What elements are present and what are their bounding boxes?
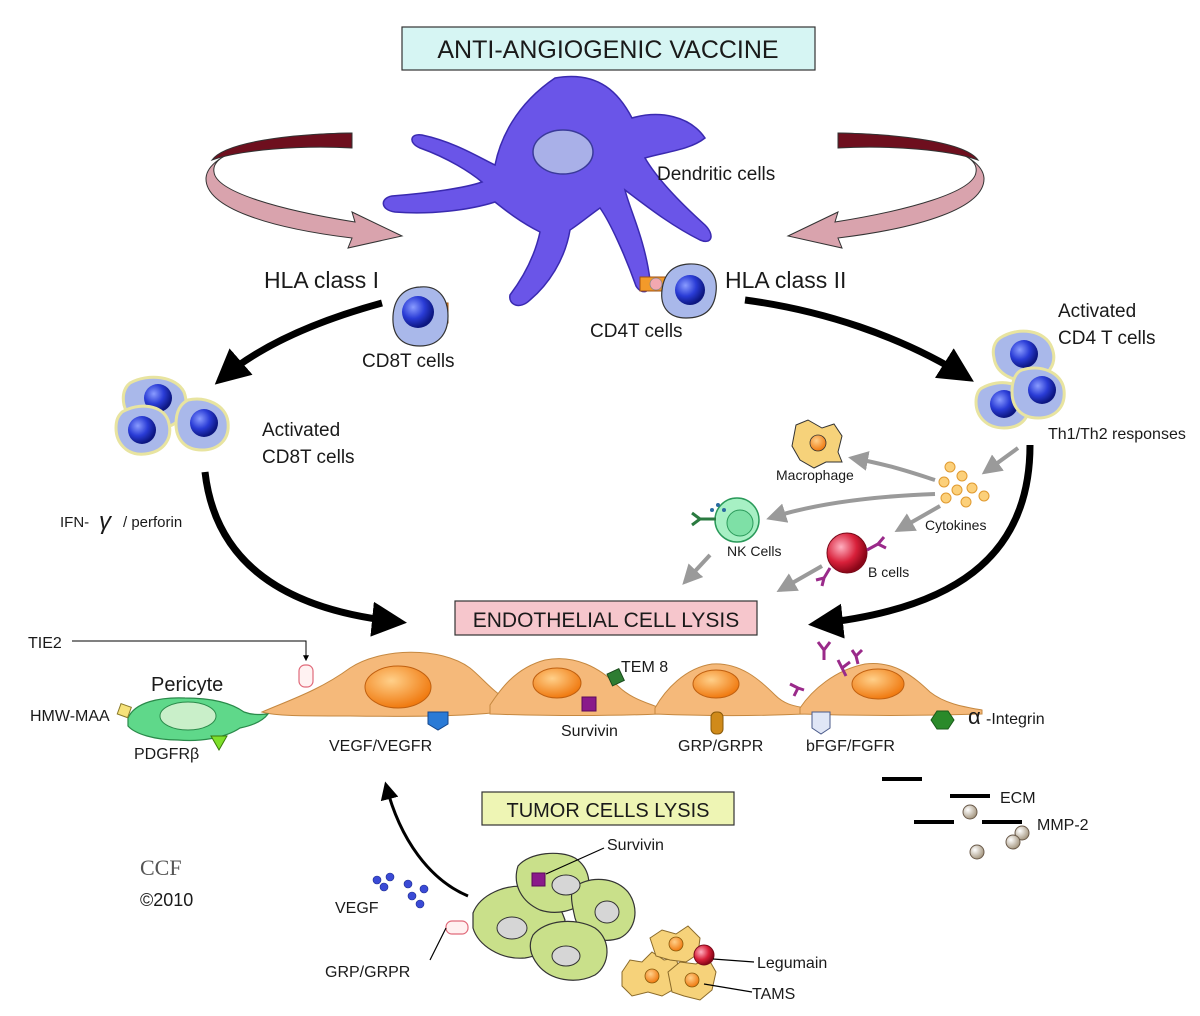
pericyte [116,697,270,752]
endothelial-lysis-title: ENDOTHELIAL CELL LYSIS [473,609,740,632]
arrow-nk-to-lysis [682,553,712,585]
fgfr-receptor [811,711,831,735]
cytokines-label: Cytokines [925,517,986,533]
vaccine-banner: ANTI-ANGIOGENIC VACCINE [401,26,816,71]
left-curved-arrow [205,132,404,249]
tumor-lysis-title: TUMOR CELLS LYSIS [506,800,709,822]
legumain-marker [693,944,715,966]
arrow-bcells-to-lysis [776,564,823,592]
th-responses-label: Th1/Th2 responses [1048,426,1186,443]
tem8-receptor [606,667,625,687]
tams-cluster [621,925,717,1001]
arrow-cd8-to-lysis [201,471,407,637]
grpr-endo-receptor [710,711,724,735]
ifn-suffix: / perforin [123,514,182,531]
hmw-maa-label: HMW-MAA [30,708,110,725]
survivin-tumor-label: Survivin [607,837,664,854]
survivin-tumor-marker [531,872,546,887]
tams-pointer [703,983,753,993]
survivin-endo-marker [581,696,597,712]
b-cells-label: B cells [868,564,909,580]
tie2-receptor [298,664,314,688]
grpr-tumor-pointer [429,927,447,961]
survivin-tumor-pointer [545,847,605,875]
b-cell [815,532,887,587]
ecm-fibers [882,777,1022,824]
arrow-cd4-to-lysis [808,444,1034,639]
cytokines [938,461,990,508]
ifn-gamma-symbol: γ [99,508,113,535]
arrow-hla1-to-cd8 [214,299,383,385]
mmp2-label: MMP-2 [1037,817,1089,834]
vegf-label: VEGF [335,900,379,917]
vegf-particles [372,872,429,909]
legumain-label: Legumain [757,955,827,972]
vegf-vegfr-label: VEGF/VEGFR [329,738,432,755]
alpha-symbol: α [968,704,981,729]
macrophage-label: Macrophage [776,467,854,483]
survivin-endo-label: Survivin [561,723,618,740]
activated-cd8-label-2: CD8T cells [262,447,355,468]
arrow-tumor-to-vegfr [380,781,469,898]
integrin-label: -Integrin [986,711,1045,728]
vegfr-receptor [427,711,449,731]
endothelial-cells [260,651,983,717]
ccf-credit: CCF [140,855,182,880]
cd8t-label: CD8T cells [362,351,455,372]
pdgfrb-label: PDGFRβ [134,746,199,763]
cd4t-cell [639,263,717,319]
hla-class-2-label: HLA class II [725,267,846,293]
activated-cd4t-cluster [974,329,1066,430]
ifn-perforin-label: IFN- γ / perforin [60,508,182,535]
ifn-prefix: IFN- [60,514,89,531]
antibodies [789,641,864,697]
grp-grpr-tumor-label: GRP/GRPR [325,964,410,981]
pdgfrb-marker [210,735,228,752]
cd8t-cell [392,286,449,347]
arrow-cytokines-to-nk [766,492,936,523]
grpr-tumor-receptor [445,920,469,935]
mmp2-particles [962,804,1030,860]
right-curved-arrow [786,132,985,249]
copyright-credit: ©2010 [140,890,193,910]
arrow-cytokines-to-macrophage [848,451,936,482]
dendritic-label: Dendritic cells [657,164,775,185]
arrow-cytokines-to-bcells [894,504,941,532]
bfgf-fgfr-label: bFGF/FGFR [806,738,895,755]
endothelial-lysis-banner: ENDOTHELIAL CELL LYSIS [454,600,758,636]
grp-grpr-endo-label: GRP/GRPR [678,738,763,755]
legumain-pointer [712,958,755,963]
hla-class-1-label: HLA class I [264,267,379,293]
arrow-hla2-to-cd4 [744,296,974,382]
vaccine-title: ANTI-ANGIOGENIC VACCINE [437,36,778,64]
nk-cell [691,497,760,543]
tie2-pointer [72,640,309,662]
pericyte-label: Pericyte [151,674,223,696]
hmw-maa-marker [116,702,132,719]
arrow-th-to-cytokines [981,446,1020,475]
macrophage [791,419,843,469]
tumor-lysis-banner: TUMOR CELLS LYSIS [481,791,735,826]
tie2-label: TIE2 [28,635,62,652]
cd4t-label: CD4T cells [590,321,683,342]
activated-cd8-label-1: Activated [262,420,340,441]
tams-label: TAMS [752,986,795,1003]
ecm-label: ECM [1000,790,1036,807]
integrin-marker [930,710,955,730]
dendritic-cell [382,75,712,307]
tumor-cells [472,852,636,981]
activated-cd8t-cluster [114,375,230,456]
nk-cells-label: NK Cells [727,543,781,559]
tem8-label: TEM 8 [621,659,668,676]
activated-cd4-label-2: CD4 T cells [1058,328,1156,349]
activated-cd4-label-1: Activated [1058,301,1136,322]
